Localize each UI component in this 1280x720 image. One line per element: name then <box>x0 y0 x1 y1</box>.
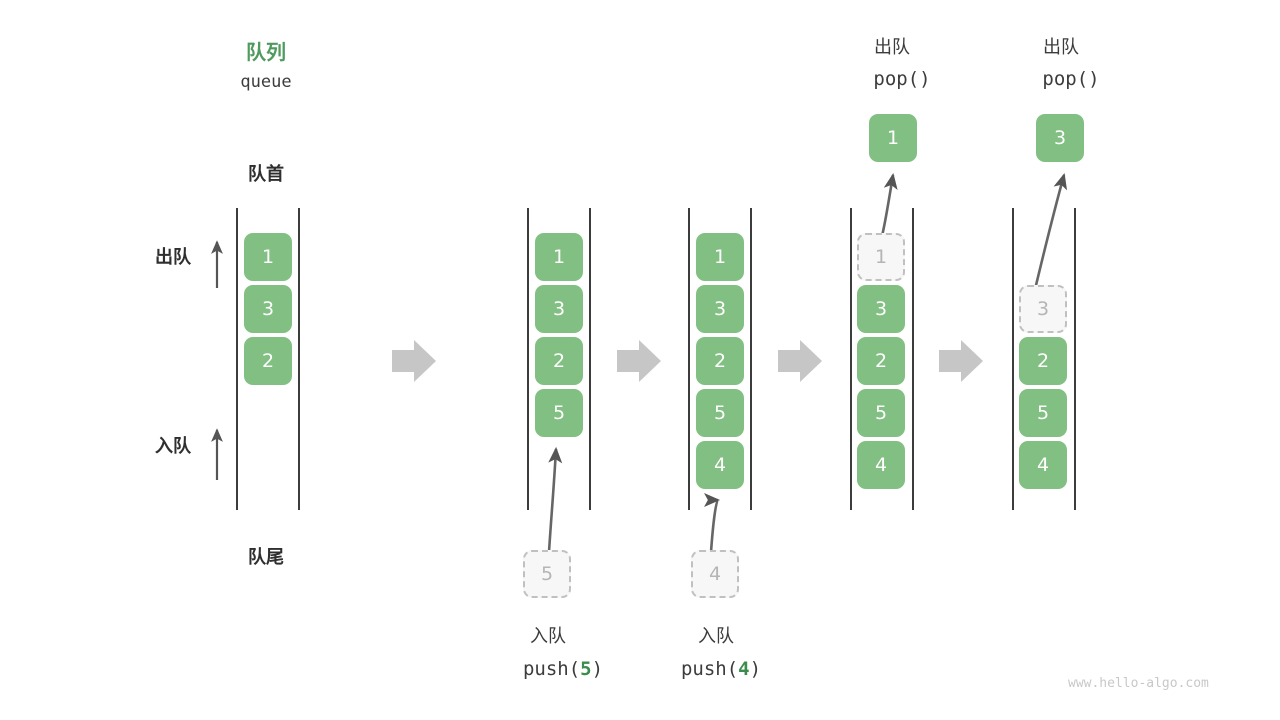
push-4-arrow <box>703 493 721 553</box>
pop-3-op-cn: 出队 <box>1043 37 1079 58</box>
queue-cell[interactable]: 1 <box>696 233 744 281</box>
pop-3-arrow <box>1030 172 1068 303</box>
push-5-op-code: push(5) <box>488 658 638 680</box>
queue-cell[interactable]: 3 <box>244 285 292 333</box>
push-4-code-number: 4 <box>738 658 750 680</box>
incoming-ghost-cell[interactable]: 4 <box>691 550 739 598</box>
queue-rail-left-step-5 <box>1012 208 1014 510</box>
queue-cell-ghost[interactable]: 1 <box>857 233 905 281</box>
queue-rail-right-step-2 <box>589 208 591 510</box>
transition-arrow-4 <box>939 340 983 382</box>
queue-rail-right-step-3 <box>750 208 752 510</box>
queue-cell[interactable]: 2 <box>696 337 744 385</box>
queue-rail-right-step-5 <box>1074 208 1076 510</box>
queue-cell[interactable]: 1 <box>244 233 292 281</box>
queue-cell-ghost[interactable]: 3 <box>1019 285 1067 333</box>
queue-cell[interactable]: 1 <box>535 233 583 281</box>
queue-rail-left-step-2 <box>527 208 529 510</box>
queue-cell[interactable]: 4 <box>1019 441 1067 489</box>
push-5-code-number: 5 <box>580 658 592 680</box>
queue-cell[interactable]: 2 <box>857 337 905 385</box>
queue-rail-right-step-4 <box>912 208 914 510</box>
push-4-code-prefix: push( <box>680 658 739 680</box>
head-label: 队首 <box>248 164 284 185</box>
push-5-op-cn: 入队 <box>530 626 566 647</box>
queue-rail-left-step-4 <box>850 208 852 510</box>
queue-cell[interactable]: 5 <box>696 389 744 437</box>
queue-cell[interactable]: 2 <box>1019 337 1067 385</box>
queue-title-cn: 队列 <box>246 40 286 64</box>
queue-cell[interactable]: 3 <box>857 285 905 333</box>
queue-cell[interactable]: 3 <box>535 285 583 333</box>
enqueue-axis-label: 入队 <box>155 436 191 457</box>
queue-cell[interactable]: 5 <box>535 389 583 437</box>
watermark: www.hello-algo.com <box>1068 676 1209 691</box>
queue-cell[interactable]: 2 <box>535 337 583 385</box>
push-5-code-prefix: push( <box>522 658 581 680</box>
popped-value-cell[interactable]: 1 <box>869 114 917 162</box>
queue-rail-right-step-1 <box>298 208 300 510</box>
queue-title-en: queue <box>240 72 292 92</box>
push-4-op-cn: 入队 <box>698 626 734 647</box>
queue-rail-left-step-1 <box>236 208 238 510</box>
queue-cell[interactable]: 3 <box>696 285 744 333</box>
push-4-op-code: push(4) <box>646 658 796 680</box>
transition-arrow-3 <box>778 340 822 382</box>
push-5-code-suffix: ) <box>591 658 604 680</box>
queue-cell[interactable]: 4 <box>696 441 744 489</box>
push-5-arrow <box>547 446 563 553</box>
pop-3-op-code: pop() <box>1042 68 1100 90</box>
queue-cell[interactable]: 5 <box>1019 389 1067 437</box>
transition-arrow-2 <box>617 340 661 382</box>
popped-value-cell[interactable]: 3 <box>1036 114 1084 162</box>
push-4-code-suffix: ) <box>749 658 762 680</box>
queue-cell[interactable]: 2 <box>244 337 292 385</box>
transition-arrow-1 <box>392 340 436 382</box>
queue-cell[interactable]: 5 <box>857 389 905 437</box>
pop-1-op-cn: 出队 <box>874 37 910 58</box>
tail-label: 队尾 <box>248 547 284 568</box>
incoming-ghost-cell[interactable]: 5 <box>523 550 571 598</box>
queue-cell[interactable]: 4 <box>857 441 905 489</box>
queue-rail-left-step-3 <box>688 208 690 510</box>
pop-1-op-code: pop() <box>873 68 931 90</box>
dequeue-axis-label: 出队 <box>155 247 191 268</box>
